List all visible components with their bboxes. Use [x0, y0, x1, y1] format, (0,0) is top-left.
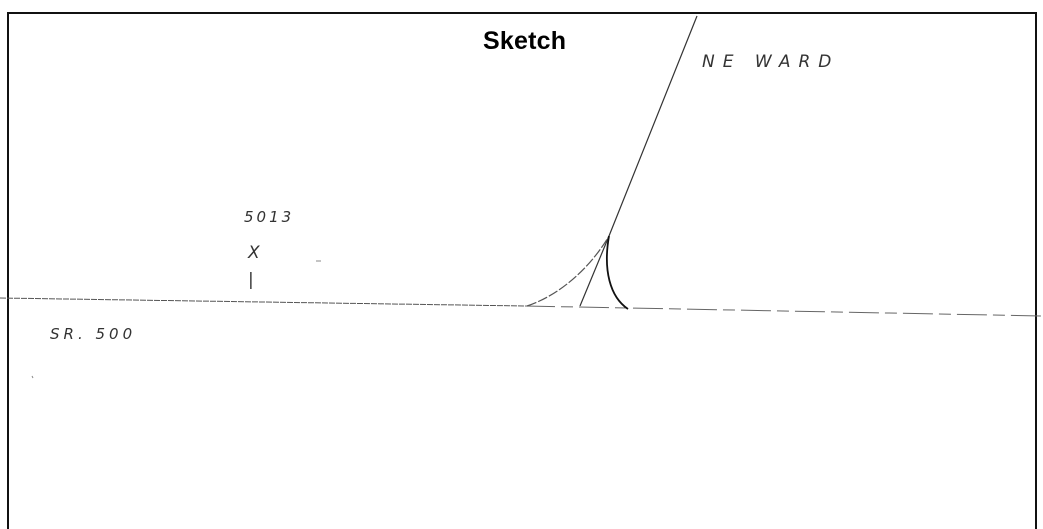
pole-tick-label: | [248, 270, 254, 290]
road-label-sr500: SR. 500 [50, 325, 137, 343]
pole-number-label: 5013 [244, 208, 295, 226]
sketch-title: Sketch [483, 27, 567, 55]
sketch-frame [7, 12, 1037, 529]
speck-mark [31, 375, 34, 379]
road-line-sr500 [0, 297, 526, 307]
ne-ward-label: NE WARD [702, 52, 840, 72]
road-line-sr500-right [524, 305, 1043, 317]
junction-left-curve [526, 235, 610, 307]
junction-right-curve [606, 235, 629, 310]
ne-ward-road-line [608, 15, 698, 237]
pole-mark-label: X [248, 243, 260, 263]
junction-inner-leg [579, 235, 610, 307]
